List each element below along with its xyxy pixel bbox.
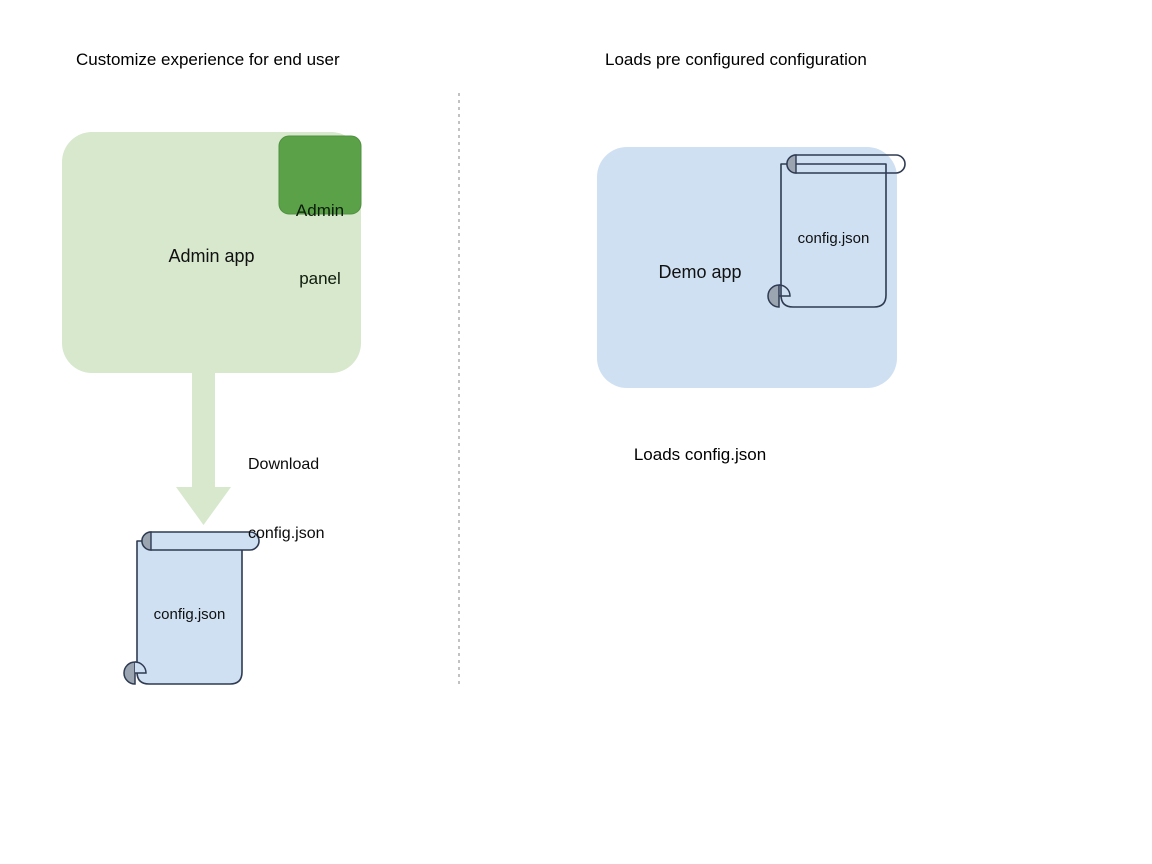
- admin-panel-label-line2: panel: [299, 269, 341, 289]
- admin-panel-box[interactable]: [278, 135, 362, 215]
- left-column-heading: Customize experience for end user: [76, 50, 340, 69]
- download-arrow-label: Download config.json: [248, 409, 325, 591]
- admin-panel-label-line1: Admin: [295, 201, 345, 221]
- admin-app-label: Admin app: [168, 246, 255, 266]
- right-document-bottom-curl: [767, 284, 780, 308]
- download-arrow-label-line2: config.json: [248, 524, 325, 542]
- right-document-top-curl: [786, 154, 797, 174]
- download-arrow: [176, 373, 231, 525]
- left-document-bottom-curl: [123, 661, 136, 685]
- left-document-top-curl: [141, 531, 152, 551]
- left-document-top-roll: [141, 531, 260, 551]
- left-document-body: [136, 540, 243, 685]
- loads-config-caption: Loads config.json: [633, 445, 767, 464]
- right-column-heading: Loads pre configured configuration: [605, 50, 867, 69]
- right-document-label: config.json: [797, 230, 870, 247]
- right-document-body: [780, 163, 887, 308]
- right-document-bottom-curl-notch: [778, 284, 791, 297]
- left-document-label: config.json: [153, 606, 226, 623]
- demo-app-box: [597, 147, 897, 388]
- admin-panel-label: Admin panel: [279, 155, 361, 336]
- download-arrow-label-line1: Download: [248, 456, 320, 474]
- left-document-bottom-curl-notch: [134, 661, 147, 674]
- demo-app-label: Demo app: [658, 262, 742, 282]
